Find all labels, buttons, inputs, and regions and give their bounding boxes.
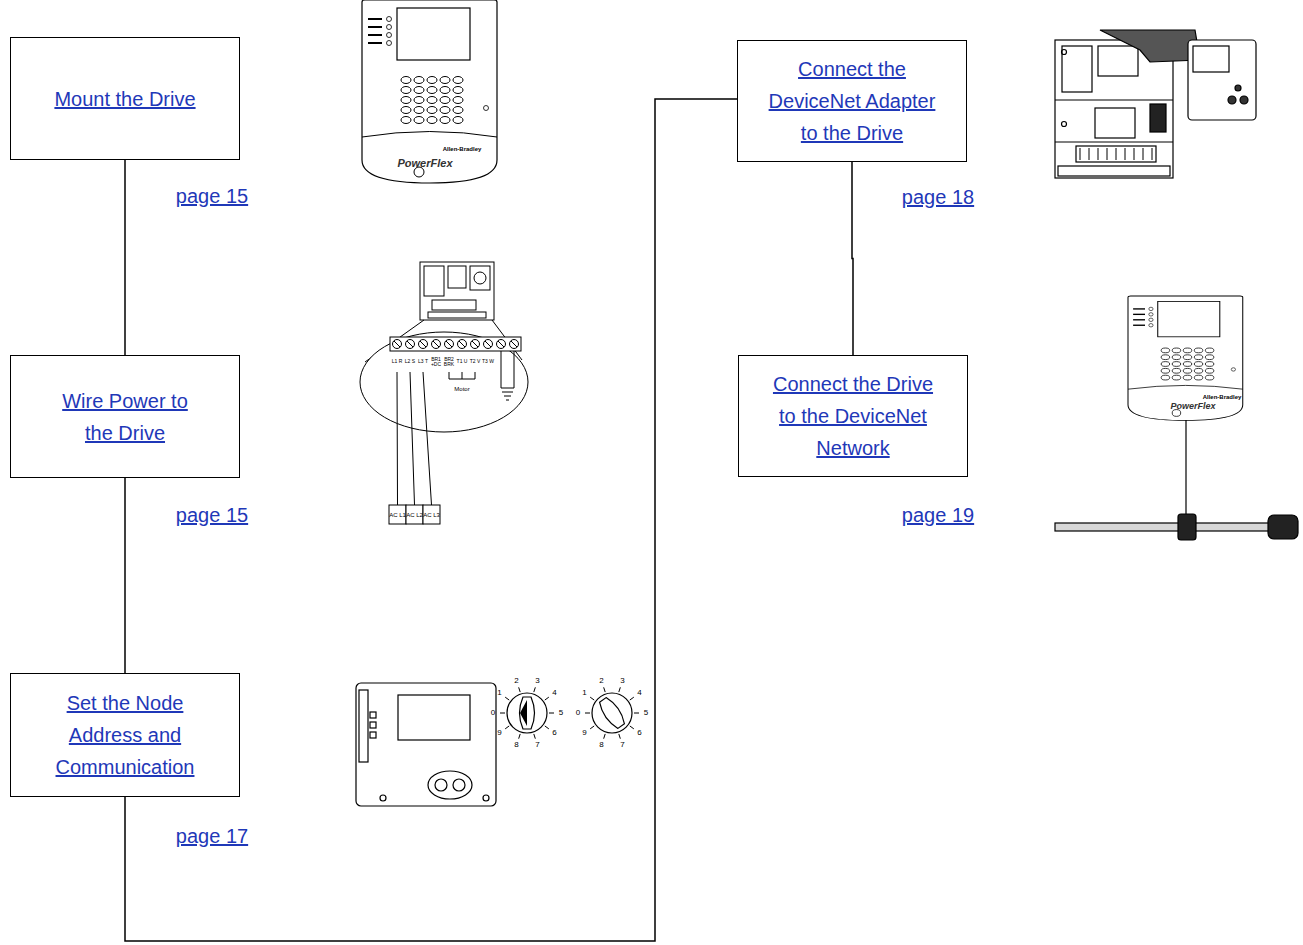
process-box: Wire Power to the Drive: [10, 355, 240, 478]
dial-digit: 2: [514, 677, 518, 685]
step-link: Connect the Drive to the DeviceNet Netwo…: [766, 368, 941, 464]
page-reference: page 18: [902, 186, 974, 209]
flow-connector: [124, 160, 126, 355]
page-reference: page 19: [902, 504, 974, 527]
supply-label: AC L2: [406, 512, 423, 518]
terminal-label: L3 T: [417, 359, 429, 365]
motor-label: Motor: [454, 386, 469, 392]
process-box: Connect the Drive to the DeviceNet Netwo…: [738, 355, 968, 477]
brand-label: Allen-Bradley: [443, 146, 482, 152]
supply-label: AC L3: [423, 512, 440, 518]
process-box: Connect the DeviceNet Adapter to the Dri…: [737, 40, 967, 162]
dial-digit: 0: [576, 709, 580, 717]
step-link: Set the Node Address and Communication: [38, 687, 213, 783]
flow-connector: [852, 162, 853, 355]
dial-digit: 9: [582, 729, 586, 737]
step-link: Connect the DeviceNet Adapter to the Dri…: [765, 53, 940, 149]
dial-digit: 0: [491, 709, 495, 717]
drive-illustration: [1128, 296, 1243, 420]
adapter-illustration: [356, 683, 639, 806]
dial-digit: 3: [535, 677, 539, 685]
drive-wiring-illustration: [360, 262, 528, 524]
step-link: Wire Power to the Drive: [55, 385, 195, 449]
step-link: Mount the Drive: [54, 83, 195, 115]
process-box: Set the Node Address and Communication: [10, 673, 240, 797]
dial-digit: 1: [497, 689, 501, 697]
dial-digit: 7: [620, 741, 624, 749]
dial-digit: 8: [514, 741, 518, 749]
terminal-label: BR2 BRK: [443, 357, 455, 368]
drive-illustration: [362, 0, 497, 183]
dial-digit: 7: [535, 741, 539, 749]
terminal-label: T2 V: [469, 359, 481, 365]
dial-digit: 9: [497, 729, 501, 737]
drive-adapter-illustration: [1055, 30, 1256, 178]
dial-digit: 6: [637, 729, 641, 737]
page-reference: page 15: [176, 185, 248, 208]
dial-digit: 3: [620, 677, 624, 685]
dial-digit: 5: [644, 709, 648, 717]
terminal-label: BR1 +DC: [430, 357, 442, 368]
product-label: PowerFlex: [397, 157, 452, 169]
terminal-label: L1 R: [391, 359, 403, 365]
page-reference: page 17: [176, 825, 248, 848]
dial-digit: 6: [552, 729, 556, 737]
dial-digit: 2: [599, 677, 603, 685]
terminal-label: T1 U: [456, 359, 468, 365]
terminal-label: L2 S: [404, 359, 416, 365]
dial-digit: 8: [599, 741, 603, 749]
dial-digit: 5: [559, 709, 563, 717]
brand-label: Allen-Bradley: [1203, 394, 1242, 400]
network-illustration: [1055, 420, 1298, 540]
flow-connector: [125, 99, 737, 941]
dial-digit: 4: [637, 689, 641, 697]
dial-digit: 1: [582, 689, 586, 697]
page-reference: page 15: [176, 504, 248, 527]
process-box: Mount the Drive: [10, 37, 240, 160]
flow-connector: [124, 478, 126, 673]
dial-digit: 4: [552, 689, 556, 697]
product-label: PowerFlex: [1170, 401, 1215, 411]
terminal-label: T3 W: [482, 359, 494, 365]
supply-label: AC L1: [389, 512, 406, 518]
